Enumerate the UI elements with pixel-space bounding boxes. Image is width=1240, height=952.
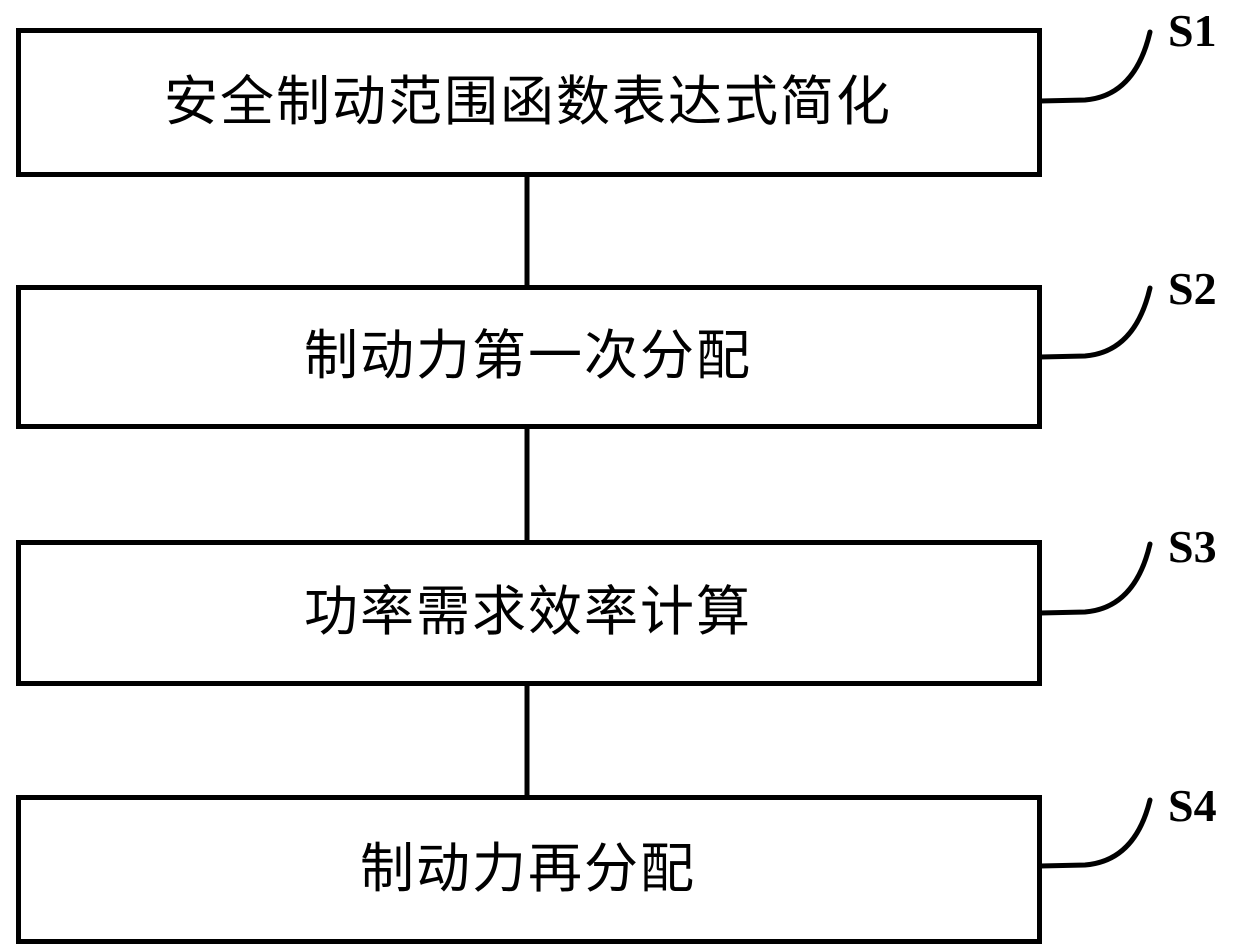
step-box-s4[interactable]: [16, 795, 1042, 944]
leader-line-s2: [1037, 285, 1153, 360]
step-tag-s2: S2: [1168, 263, 1217, 314]
step-tag-s1: S1: [1168, 5, 1217, 56]
leader-line-s3: [1037, 541, 1153, 616]
step-label-s1: 安全制动范围函数表达式简化: [164, 69, 892, 133]
step-tag-s3: S3: [1168, 521, 1217, 572]
leader-line-s1: [1037, 29, 1153, 104]
step-label-s4: 制动力再分配: [360, 836, 696, 900]
step-tag-s4: S4: [1168, 780, 1217, 831]
step-box-s2[interactable]: [16, 285, 1042, 429]
leader-line-s4: [1037, 797, 1153, 869]
step-box-s1[interactable]: [16, 28, 1042, 177]
step-label-s2: 制动力第一次分配: [304, 324, 752, 387]
step-label-s3: 功率需求效率计算: [304, 580, 752, 643]
